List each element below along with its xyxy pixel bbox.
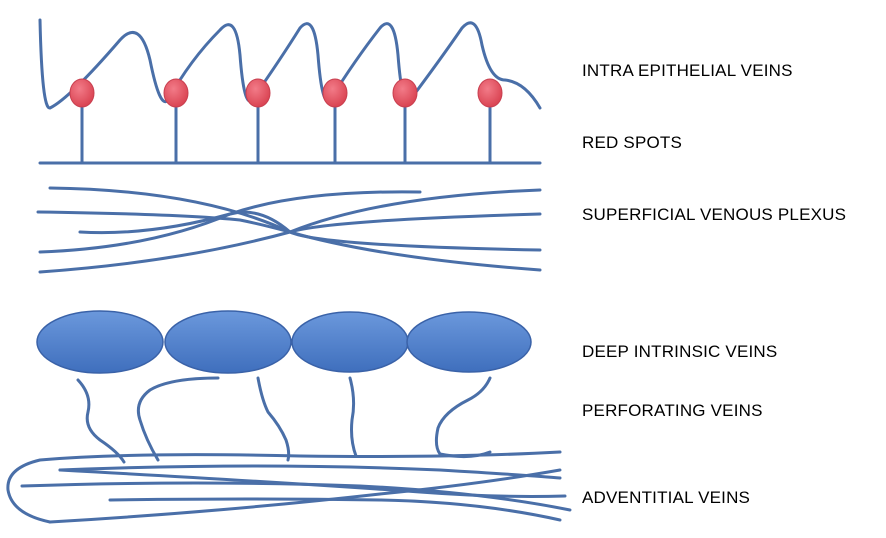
deep-vein [165, 311, 291, 373]
superficial-venous-plexus [38, 188, 540, 272]
deep-vein [407, 312, 531, 372]
red-spot [164, 79, 188, 107]
label-intra-epithelial-veins: INTRA EPITHELIAL VEINS [582, 61, 793, 81]
deep-vein [37, 311, 163, 373]
adventitial-veins [8, 452, 570, 522]
red-spot [70, 79, 94, 107]
red-spot [393, 79, 417, 107]
label-perforating-veins: PERFORATING VEINS [582, 401, 763, 421]
red-spot [478, 79, 502, 107]
deep-intrinsic-veins [37, 311, 531, 373]
deep-vein [292, 312, 408, 372]
red-spots [70, 79, 502, 163]
label-superficial-venous-plexus: SUPERFICIAL VENOUS PLEXUS [582, 205, 846, 225]
label-adventitial-veins: ADVENTITIAL VEINS [582, 488, 750, 508]
perforating-veins [78, 378, 490, 462]
red-spot [323, 79, 347, 107]
label-red-spots: RED SPOTS [582, 133, 682, 153]
intra-epithelial-vein-loops [40, 20, 540, 108]
label-deep-intrinsic-veins: DEEP INTRINSIC VEINS [582, 342, 777, 362]
red-spot [246, 79, 270, 107]
